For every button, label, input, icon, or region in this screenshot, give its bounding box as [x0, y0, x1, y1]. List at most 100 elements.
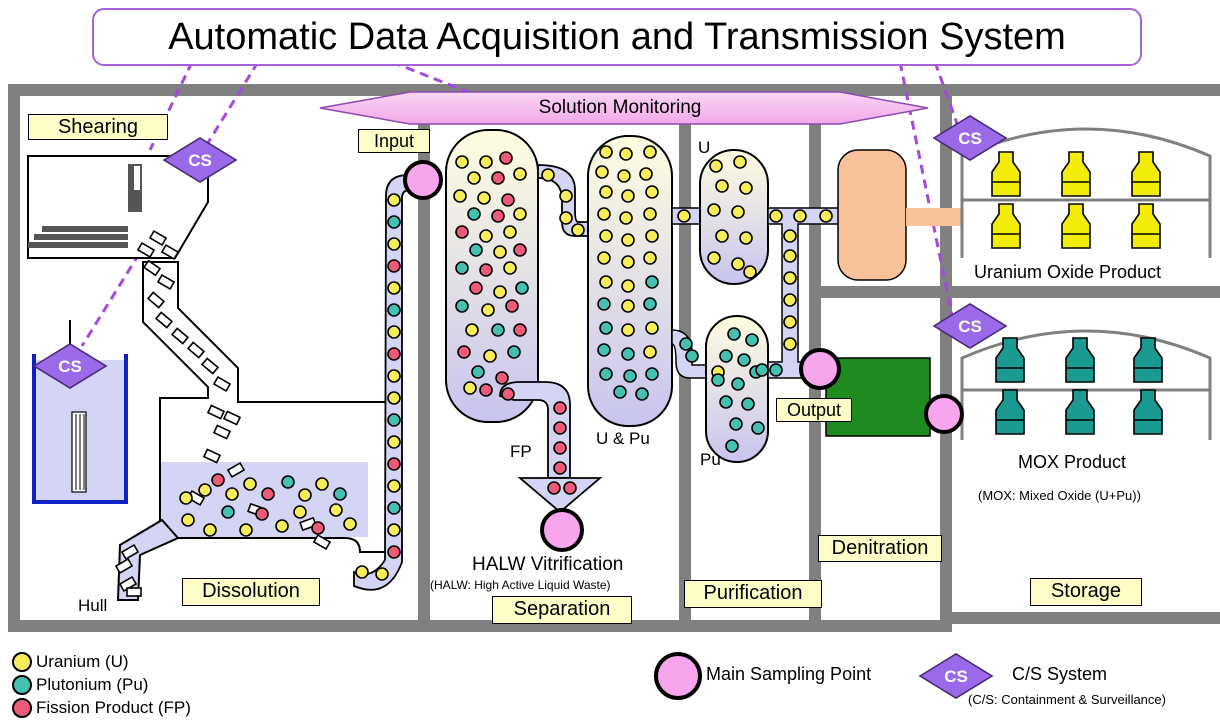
halw-note: (HALW: High Active Liquid Waste): [430, 578, 611, 592]
plutonium-particle: [719, 395, 733, 409]
fp-particle: [311, 521, 325, 535]
plutonium-particle: [597, 297, 611, 311]
uranium-particle: [541, 168, 555, 182]
plutonium-particle: [471, 365, 485, 379]
fuel-piece: [142, 259, 162, 277]
uranium-oxide-bottle: [1131, 203, 1161, 249]
mox-denitration-box: [825, 357, 931, 437]
uranium-product-label: Uranium Oxide Product: [974, 262, 1162, 282]
plutonium-particle: [387, 501, 401, 515]
uranium-particle: [639, 167, 653, 181]
plutonium-particle: [727, 327, 741, 341]
uranium-particle: [493, 245, 507, 259]
plutonium-particle: [621, 347, 635, 361]
uranium-oxide-bottle: [991, 151, 1021, 197]
section-dissolution: Dissolution: [182, 578, 320, 606]
uranium-particle: [465, 323, 479, 337]
legend-cs-label: C/S System: [1012, 664, 1108, 684]
fp-particle: [563, 481, 577, 495]
uranium-particle: [621, 323, 635, 337]
mox-bottle: [1065, 337, 1095, 383]
uranium-particle: [493, 285, 507, 299]
uranium-particle: [783, 293, 797, 307]
cs-text: CS: [958, 317, 982, 336]
output-label: Output: [776, 398, 852, 422]
fp-particle: [479, 383, 493, 397]
plutonium-particle: [635, 387, 649, 401]
diagram-title: Automatic Data Acquisition and Transmiss…: [92, 8, 1142, 66]
uranium-particle: [559, 189, 573, 203]
uranium-particle: [481, 303, 495, 317]
mox-bottle: [1133, 337, 1163, 383]
u-label: U: [698, 138, 711, 157]
fuel-piece: [226, 461, 246, 479]
uranium-particle: [783, 271, 797, 285]
fuel-piece: [206, 404, 226, 420]
uranium-particle: [597, 207, 611, 221]
legend-uranium-dot: [12, 652, 32, 672]
uranium-particle: [387, 523, 401, 537]
legend-uranium-label: Uranium (U): [36, 652, 129, 671]
section-separation: Separation: [492, 596, 632, 624]
uranium-particle: [621, 233, 635, 247]
plutonium-particle: [507, 345, 521, 359]
uranium-particle: [621, 255, 635, 269]
plutonium-particle: [333, 487, 347, 501]
fp-particle: [553, 401, 567, 415]
plutonium-particle: [455, 261, 469, 275]
legend-cs-note: (C/S: Containment & Surveillance): [968, 692, 1166, 707]
mox-bottle: [1065, 389, 1095, 435]
uranium-particle: [387, 237, 401, 251]
section-purification: Purification: [684, 580, 822, 608]
legend-fp-label: Fission Product (FP): [36, 698, 191, 717]
plutonium-particle: [679, 337, 693, 351]
sampling-points: [403, 160, 964, 700]
uranium-particle: [329, 503, 343, 517]
fuel-piece: [200, 357, 220, 375]
uranium-particle: [739, 231, 753, 245]
fuel-piece: [312, 533, 332, 551]
fuel-piece: [154, 311, 174, 329]
fp-particle: [499, 151, 513, 165]
uranium-particle: [455, 155, 469, 169]
legend-fp-dot: [12, 698, 32, 718]
uranium-particle: [387, 369, 401, 383]
fp-arrow: [517, 477, 603, 514]
uranium-particle: [793, 209, 807, 223]
uranium-particle: [463, 381, 477, 395]
uranium-particle: [709, 159, 723, 173]
fp-outlet-pipe: [499, 381, 571, 479]
mox-note: (MOX: Mixed Oxide (U+Pu)): [978, 488, 1141, 503]
fp-particle: [495, 371, 509, 385]
plutonium-particle: [711, 373, 725, 387]
plutonium-particle: [745, 333, 759, 347]
mox-bottle: [995, 389, 1025, 435]
u-pu-label: U & Pu: [596, 429, 650, 448]
mox-bottle: [1133, 389, 1163, 435]
fuel-pieces: [114, 229, 332, 597]
sampling-point-hlw: [540, 508, 584, 552]
fuel-piece: [222, 410, 242, 426]
uranium-particle: [559, 211, 573, 225]
uranium-particle: [513, 167, 527, 181]
uranium-particle: [243, 477, 257, 491]
uranium-particle: [571, 223, 585, 237]
halw-label: HALW Vitrification: [472, 554, 624, 575]
uranium-particle: [387, 435, 401, 449]
uranium-particle: [375, 567, 389, 581]
uranium-oxide-bottle: [991, 203, 1021, 249]
plutonium-particle: [645, 275, 659, 289]
sampling-point-mox: [924, 394, 964, 434]
fp-particle: [387, 457, 401, 471]
plutonium-particle: [491, 323, 505, 337]
uranium-particle: [621, 299, 635, 313]
uranium-particle: [599, 275, 613, 289]
fp-particle: [255, 507, 269, 521]
uranium-particle: [619, 147, 633, 161]
fp-particle: [513, 243, 527, 257]
section-shearing: Shearing: [28, 114, 168, 140]
plutonium-particle: [387, 413, 401, 427]
uranium-particle: [595, 165, 609, 179]
fuel-piece: [202, 448, 222, 464]
